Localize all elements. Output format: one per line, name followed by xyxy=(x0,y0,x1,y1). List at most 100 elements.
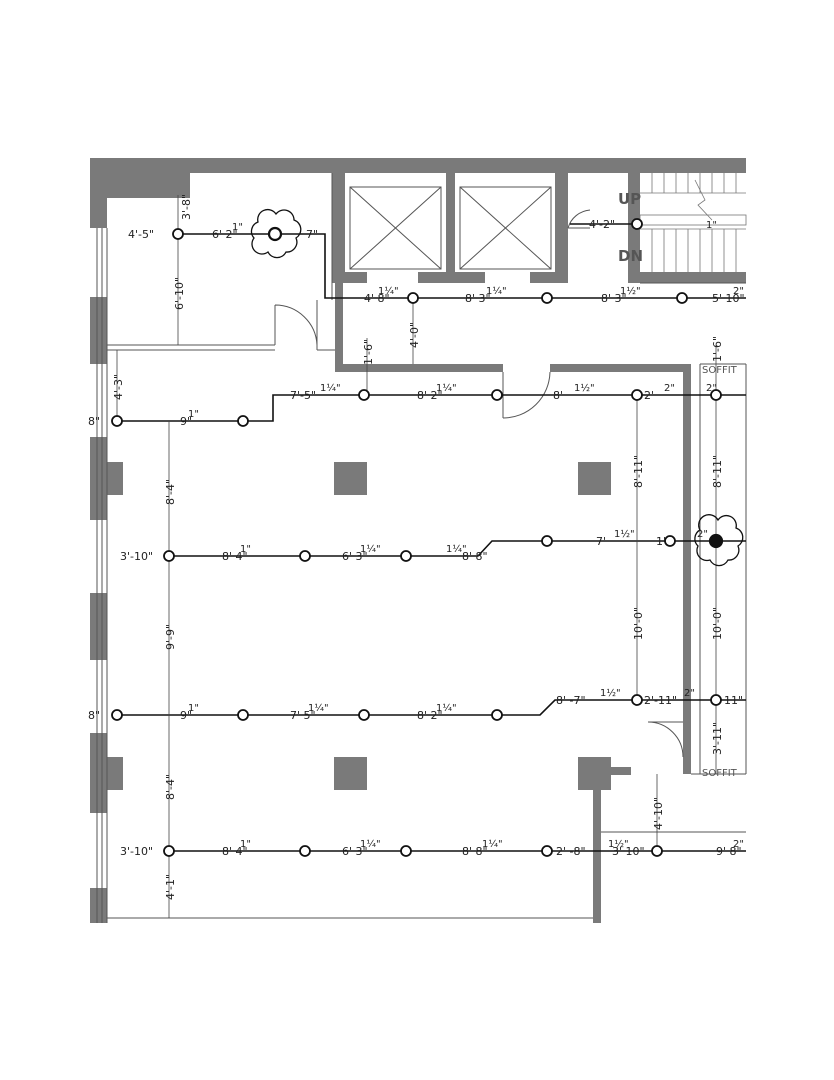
pipe-size: 2" xyxy=(706,383,717,394)
stair-up-label: UP xyxy=(618,190,641,208)
sprinkler-head xyxy=(651,845,663,857)
pipe-run-top xyxy=(178,233,746,299)
pipe-run-1 xyxy=(117,394,746,422)
sprinkler-head xyxy=(631,694,643,706)
sprinkler-head xyxy=(172,228,184,240)
dimension-texts: 4'-5" 3'-8" 6' 2" 7" 6'-10" 4'-2" 4' 8" … xyxy=(88,194,745,900)
pipe-size: 1½" xyxy=(574,382,595,394)
pipe-size: 2" xyxy=(733,286,744,297)
dim-text: 8'-11" xyxy=(632,455,645,488)
sprinkler-heads xyxy=(111,218,722,857)
dim-text: 2'-11" xyxy=(644,694,677,707)
pipe-size: 2" xyxy=(697,529,708,540)
elevator-wall-left xyxy=(332,173,345,283)
sprinkler-head-revised xyxy=(708,533,724,549)
sprinkler-head xyxy=(631,218,643,230)
dim-text: 9" xyxy=(180,709,192,722)
dim-text: 10'-0" xyxy=(632,607,645,640)
elevator-sill-3 xyxy=(455,272,485,283)
sprinkler-head xyxy=(631,389,643,401)
dim-text: 8'-4" xyxy=(164,774,177,800)
dim-text: 8' 3" xyxy=(465,292,491,305)
sprinkler-head xyxy=(299,845,311,857)
left-pier-3 xyxy=(90,593,107,660)
sprinkler-head xyxy=(163,845,175,857)
dim-text: 1'-6" xyxy=(362,339,375,365)
corridor-wall xyxy=(335,364,503,372)
dim-text: 8' 4" xyxy=(222,845,248,858)
left-pier-1 xyxy=(90,297,107,364)
sprinkler-head xyxy=(491,709,503,721)
pipe-run-2 xyxy=(169,540,746,557)
sprinkler-head xyxy=(541,845,553,857)
thin-lines xyxy=(96,173,747,923)
elevator-sill-2 xyxy=(418,272,446,283)
door-lower-right xyxy=(647,721,684,758)
dim-text: 7' 5" xyxy=(290,709,316,722)
dim-text: 8' xyxy=(553,389,563,402)
sprinkler-head-revised xyxy=(267,226,283,242)
dim-text: 8" xyxy=(88,415,100,428)
dim-text: 8' 2" xyxy=(417,389,443,402)
dim-text: 4'-10" xyxy=(652,797,665,830)
sprinkler-head xyxy=(400,845,412,857)
left-wall-top xyxy=(90,158,107,228)
dim-text: 9' 8" xyxy=(716,845,742,858)
pipe-size: 1¼" xyxy=(446,543,467,555)
dim-text: 3'-10" xyxy=(120,550,153,563)
elevator-2 xyxy=(459,186,552,270)
dim-text: 4'-2" xyxy=(589,218,615,231)
door-office xyxy=(274,304,318,346)
dim-text: 8' 3" xyxy=(601,292,627,305)
bottom-right-wall xyxy=(593,790,601,923)
sprinkler-head xyxy=(358,389,370,401)
dim-text: 11" xyxy=(724,694,743,707)
dim-text: 3' 10" xyxy=(612,845,645,858)
column-3 xyxy=(334,757,367,790)
revision-cloud-top xyxy=(250,208,302,259)
dim-text: 8'-4" xyxy=(164,479,177,505)
dim-text: 9" xyxy=(180,415,192,428)
sprinkler-head xyxy=(676,292,688,304)
dim-text: 1'-6" xyxy=(711,336,724,362)
left-pier-5 xyxy=(90,888,107,923)
dim-text: 6' 3" xyxy=(342,550,368,563)
dim-text: 8' 4" xyxy=(222,550,248,563)
top-wall xyxy=(90,158,746,173)
corridor-wall-left xyxy=(335,283,343,372)
dim-text: 8' -7" xyxy=(556,694,586,707)
stair-wall-bottom xyxy=(640,272,746,283)
sprinkler-head xyxy=(358,709,370,721)
soffit-label-bottom: SOFFIT xyxy=(702,768,738,779)
dim-text: 4'-3" xyxy=(112,374,125,400)
sprinkler-head xyxy=(111,415,123,427)
sprinkler-head xyxy=(237,709,249,721)
pipe-size: 1¼" xyxy=(378,285,399,297)
sprinkler-head xyxy=(400,550,412,562)
soffit-label-top: SOFFIT xyxy=(702,365,738,376)
sprinkler-head xyxy=(491,389,503,401)
column-2 xyxy=(578,462,611,495)
dim-text: 8'-11" xyxy=(711,455,724,488)
dim-text: 2' xyxy=(644,389,654,402)
dim-text: 4'-1" xyxy=(164,874,177,900)
pipe-size: 1¼" xyxy=(486,285,507,297)
stair-down-label: DN xyxy=(618,247,643,265)
dim-text: 4'-5" xyxy=(128,228,154,241)
sprinkler-head xyxy=(299,550,311,562)
pipe-size: 1½" xyxy=(608,838,629,850)
pipe-size: 1¼" xyxy=(308,702,329,714)
dim-text: 5' 10" xyxy=(712,292,745,305)
sprinkler-head xyxy=(237,415,249,427)
elevator-sill-1 xyxy=(345,272,367,283)
sprinkler-head xyxy=(664,535,676,547)
dim-text: 6' 3" xyxy=(342,845,368,858)
stairs xyxy=(639,173,747,272)
dim-text: 10'-0" xyxy=(711,607,724,640)
sprinkler-head xyxy=(710,389,722,401)
pipe-size: 1" xyxy=(188,703,199,714)
dimension-lines xyxy=(116,195,717,918)
column-4-ext xyxy=(611,767,631,775)
right-partition xyxy=(683,364,691,774)
pipe-size: 1¼" xyxy=(360,543,381,555)
